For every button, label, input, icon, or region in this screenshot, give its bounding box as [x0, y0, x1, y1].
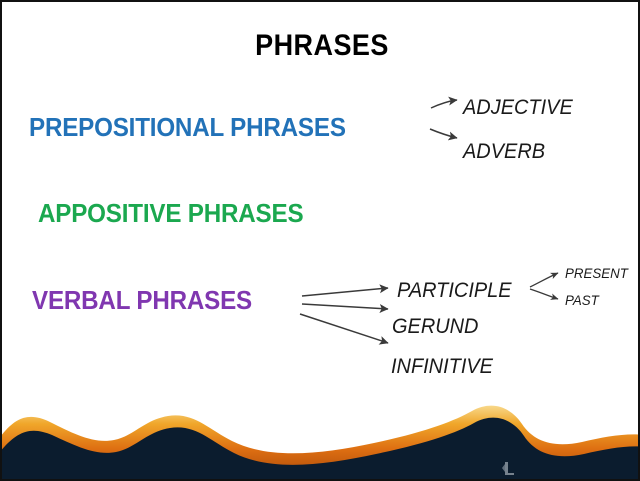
arrow-verbal-to-participle	[301, 284, 389, 297]
branch-label-gerund: GERUND	[392, 315, 479, 338]
arrow-prepositional-to-adjective	[430, 96, 458, 109]
arrow-participle-to-present	[529, 272, 559, 288]
arrow-participle-to-past	[529, 288, 559, 300]
branch-label-participle: PARTICIPLE	[397, 279, 512, 302]
category-appositive-phrases: APPOSITIVE PHRASES	[38, 198, 304, 228]
decorative-wave	[2, 405, 638, 479]
branch-label-adverb: ADVERB	[463, 140, 546, 163]
watermark-mark	[502, 462, 514, 475]
branch-label-infinitive: INFINITIVE	[391, 355, 493, 378]
arrow-prepositional-to-adverb	[429, 128, 458, 141]
category-prepositional-phrases: PREPOSITIONAL PHRASES	[29, 112, 346, 142]
arrow-verbal-to-infinitive	[299, 313, 389, 345]
page-title: PHRASES	[255, 29, 389, 62]
category-verbal-phrases: VERBAL PHRASES	[32, 285, 252, 315]
branch-label-past: PAST	[565, 292, 599, 308]
branch-label-present: PRESENT	[565, 265, 628, 281]
arrow-verbal-to-gerund	[301, 303, 389, 314]
branch-label-adjective: ADJECTIVE	[463, 96, 573, 119]
